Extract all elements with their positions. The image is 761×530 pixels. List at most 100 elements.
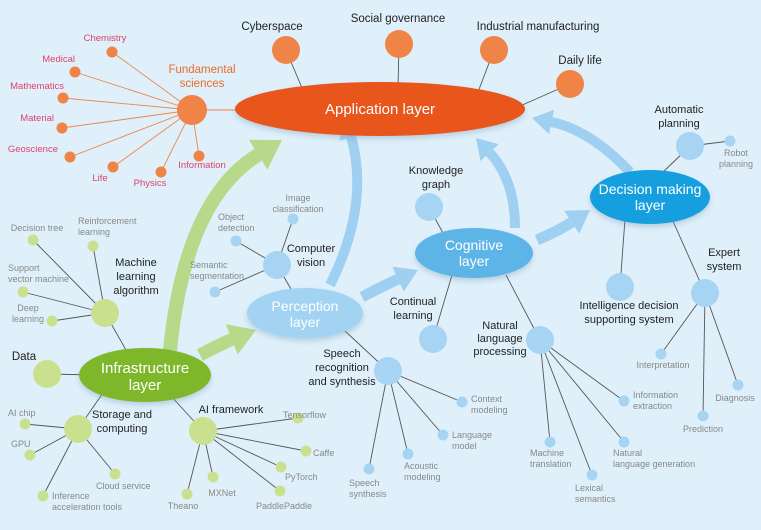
nlp-leaf-node-machine-translation[interactable] xyxy=(544,436,556,448)
nlp-node[interactable] xyxy=(526,326,554,354)
machine-learning-node[interactable] xyxy=(91,299,119,327)
application-layer-label: Application layer xyxy=(325,101,435,118)
ml-leaf-node-deep-learning[interactable] xyxy=(46,315,58,327)
vision-leaf-node-object-detection[interactable] xyxy=(230,235,242,247)
framework-leaf-label-tensorflow: Tensorflow xyxy=(283,410,327,420)
speech-leaf-node-acoustic-modeling[interactable] xyxy=(402,448,414,460)
speech-leaf-node-language-model[interactable] xyxy=(437,429,449,441)
expert-leaf-node-prediction[interactable] xyxy=(697,410,709,422)
speech-leaf-node-speech-synthesis[interactable] xyxy=(363,463,375,475)
connector-line xyxy=(702,292,706,417)
fundamental-science-node-medical[interactable] xyxy=(69,66,81,78)
storage-leaf-label-gpu: GPU xyxy=(11,439,31,449)
application-node-cyberspace[interactable] xyxy=(272,36,300,64)
expert-leaf-node-interpretation[interactable] xyxy=(655,348,667,360)
connector-line xyxy=(74,71,193,111)
fundamental-science-label-physics: Physics xyxy=(134,178,167,189)
fundamental-science-node-life[interactable] xyxy=(107,161,119,173)
connector-line xyxy=(62,97,193,111)
connector-line xyxy=(22,291,106,314)
computer-vision-node[interactable] xyxy=(263,251,291,279)
framework-leaf-label-mxnet: MXNet xyxy=(208,488,236,498)
knowledge-graph-node[interactable] xyxy=(415,193,443,221)
ml-leaf-node-support-vector-machine[interactable] xyxy=(17,286,29,298)
perception-layer-ellipse[interactable] xyxy=(247,288,363,338)
storage-leaf-node-cloud-service[interactable] xyxy=(109,468,121,480)
ml-leaf-label-decision-tree: Decision tree xyxy=(11,223,64,233)
framework-leaf-label-pytorch: PyTorch xyxy=(285,472,318,482)
cognitive-layer-ellipse[interactable] xyxy=(415,228,533,278)
automatic-planning-node[interactable] xyxy=(676,132,704,160)
expert-system-node[interactable] xyxy=(691,279,719,307)
robot-planning-node[interactable] xyxy=(724,135,736,147)
fundamental-science-label-mathematics: Mathematics xyxy=(10,81,64,92)
framework-leaf-node-tensorflow[interactable] xyxy=(292,412,304,424)
fundamental-science-node-physics[interactable] xyxy=(155,166,167,178)
application-node-social-governance[interactable] xyxy=(385,30,413,58)
ml-leaf-node-reinforcement-learning[interactable] xyxy=(87,240,99,252)
application-node-daily-life[interactable] xyxy=(556,70,584,98)
application-layer-ellipse[interactable] xyxy=(235,82,525,136)
expert-leaf-node-diagnosis[interactable] xyxy=(732,379,744,391)
storage-computing-node[interactable] xyxy=(64,415,92,443)
storage-leaf-node-ai-chip[interactable] xyxy=(19,418,31,430)
nlp-leaf-node-lexical-semantics[interactable] xyxy=(586,469,598,481)
framework-leaf-node-pytorch[interactable] xyxy=(275,461,287,473)
framework-leaf-node-caffe[interactable] xyxy=(300,445,312,457)
framework-leaf-node-paddlepaddle[interactable] xyxy=(274,485,286,497)
fundamental-science-node-information[interactable] xyxy=(193,150,205,162)
decision-layer-ellipse[interactable] xyxy=(590,170,710,224)
connector-line xyxy=(387,370,409,455)
framework-leaf-label-theano: Theano xyxy=(168,501,199,511)
connector-line xyxy=(704,292,739,386)
speech-node[interactable] xyxy=(374,357,402,385)
connector-line xyxy=(112,109,193,168)
storage-leaf-node-gpu[interactable] xyxy=(24,449,36,461)
storage-leaf-node-inference-acceleration-tools[interactable] xyxy=(37,490,49,502)
nlp-leaf-node-information-extraction[interactable] xyxy=(618,395,630,407)
connector-line xyxy=(368,370,389,470)
ai-framework-node[interactable] xyxy=(189,417,217,445)
vision-leaf-node-semantic-segmentation[interactable] xyxy=(209,286,221,298)
framework-leaf-node-theano[interactable] xyxy=(181,488,193,500)
arrow-perception-to-application xyxy=(325,118,364,288)
fundamental-science-label-chemistry: Chemistry xyxy=(84,33,127,44)
fundamental-science-node-material[interactable] xyxy=(56,122,68,134)
data-node[interactable] xyxy=(33,360,61,388)
idss-node[interactable] xyxy=(606,273,634,301)
fundamental-science-node-geoscience[interactable] xyxy=(64,151,76,163)
fundamental-sciences-node[interactable] xyxy=(177,95,207,125)
ml-leaf-node-decision-tree[interactable] xyxy=(27,234,39,246)
fundamental-science-label-material: Material xyxy=(20,113,54,124)
infrastructure-layer-ellipse[interactable] xyxy=(79,348,211,402)
application-node-industrial-manufacturing[interactable] xyxy=(480,36,508,64)
framework-leaf-node-mxnet[interactable] xyxy=(207,471,219,483)
connector-line xyxy=(539,339,551,443)
continual-learning-node[interactable] xyxy=(419,325,447,353)
fundamental-science-node-mathematics[interactable] xyxy=(57,92,69,104)
arrow-cognitive-to-decision xyxy=(534,210,590,246)
fundamental-science-node-chemistry[interactable] xyxy=(106,46,118,58)
speech-leaf-node-context-modeling[interactable] xyxy=(456,396,468,408)
vision-leaf-node-image-classification[interactable] xyxy=(287,213,299,225)
nlp-leaf-node-natural-language-generation[interactable] xyxy=(618,436,630,448)
